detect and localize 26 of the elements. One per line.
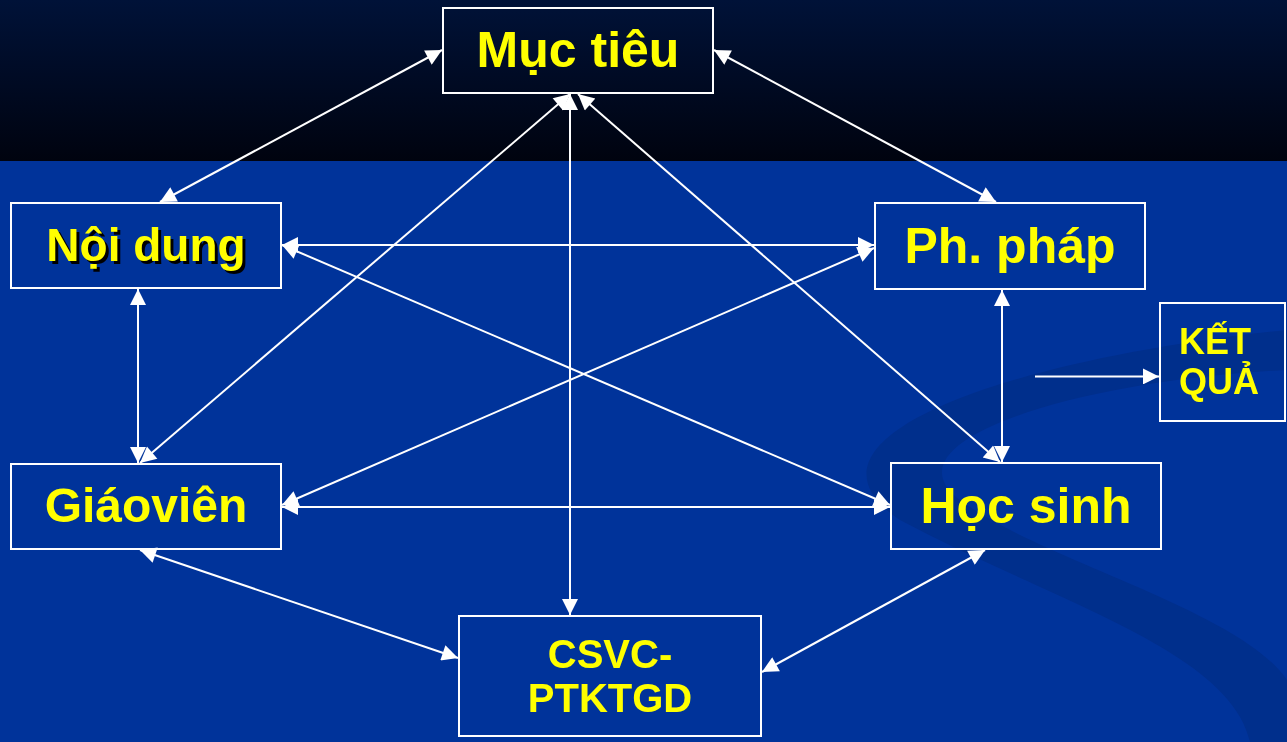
arrow [281,499,891,515]
concept-box [890,462,1162,550]
concept-box [1159,302,1286,422]
concept-label: KẾT QUẢ [1179,322,1260,402]
arrow [562,93,578,616]
concept-label: CSVC- PTKTGD [526,632,694,720]
arrow [159,49,443,203]
arrow [130,288,146,464]
concept-label: Ph. pháp [904,218,1116,274]
concept-label: Nội dung [46,220,246,271]
concept-box [458,615,762,737]
arrow [761,549,986,673]
concept-box [10,463,282,550]
arrow [994,289,1010,463]
concept-label: Học sinh [920,478,1132,534]
concept-label: Mục tiêu [476,23,680,78]
concept-box [874,202,1146,290]
concept-box [442,7,714,94]
arrow [1034,368,1160,385]
concept-label: Giáoviên [44,480,248,533]
arrow [139,547,459,661]
concept-box [10,202,282,289]
arrow [281,237,875,253]
arrow [577,93,1001,463]
arrow [713,49,997,203]
arrow [139,93,571,464]
